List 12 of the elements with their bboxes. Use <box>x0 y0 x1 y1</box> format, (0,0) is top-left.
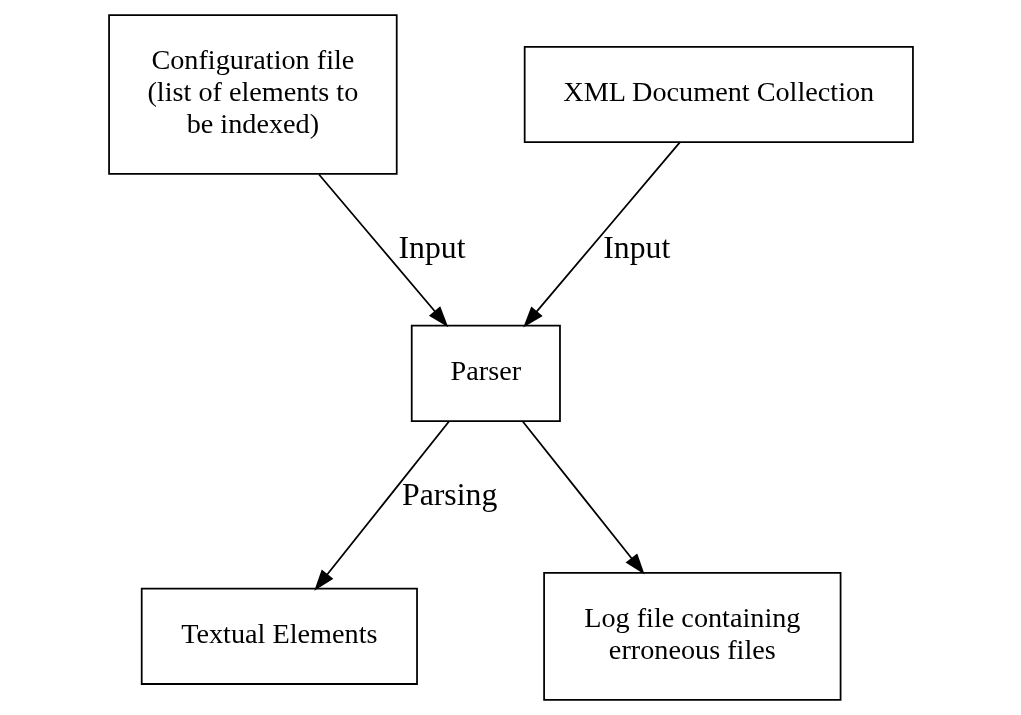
arrow <box>317 173 448 328</box>
node-box: Parser <box>410 324 561 422</box>
edge-label: Input <box>602 229 670 265</box>
node-box: Log file containing erroneous files <box>542 571 841 701</box>
arrow <box>313 420 450 591</box>
node-box: Textual Elements <box>140 587 418 685</box>
edge-label: Input <box>398 229 466 265</box>
node-box: Configuration file (list of elements to be indexed) <box>107 14 398 175</box>
arrow <box>522 141 681 328</box>
node-box: XML Document Collection <box>523 46 914 144</box>
edge-label: Parsing <box>401 476 497 512</box>
arrow <box>521 420 645 575</box>
